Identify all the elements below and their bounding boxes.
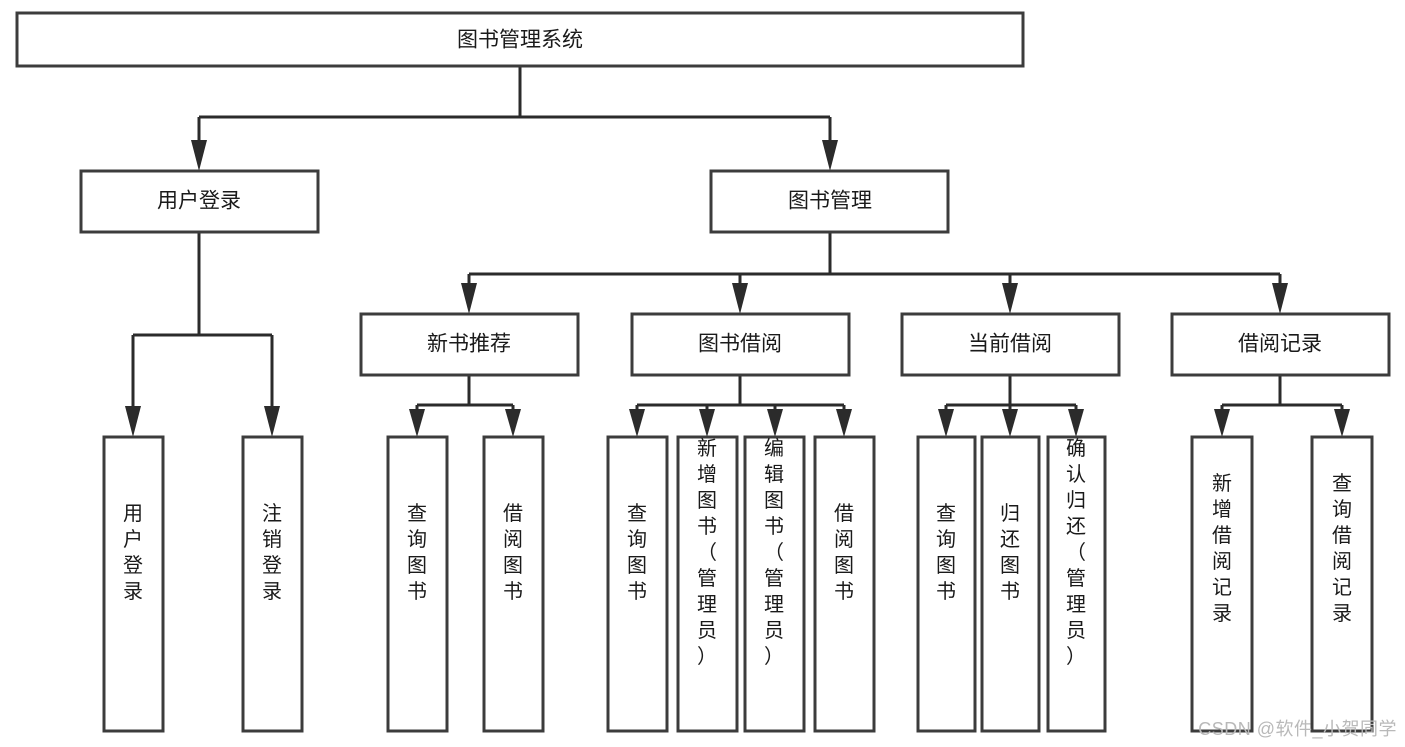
connector-book-borrow-to-leaves <box>629 375 852 437</box>
node-root-system[interactable]: 图书管理系统 <box>15 11 1025 68</box>
leaf-node-query-book-3[interactable]: 查询图书 <box>916 435 977 733</box>
leaf-node-logout-label: 注销登录 <box>262 502 282 603</box>
node-current-borrow[interactable]: 当前借阅 <box>900 312 1121 377</box>
leaf-node-borrow-book-2[interactable]: 借阅图书 <box>813 435 876 733</box>
leaf-node-borrow-book-1[interactable]: 借阅图书 <box>482 435 545 733</box>
node-user-login[interactable]: 用户登录 <box>79 169 320 234</box>
leaf-node-query-book-2-label: 查询图书 <box>627 502 647 603</box>
csdn-watermark: CSDN @软件_小贺同学 <box>1198 719 1397 739</box>
connector-borrow-record-to-leaves <box>1214 375 1350 437</box>
node-new-book-recommend[interactable]: 新书推荐 <box>359 312 580 377</box>
connector-book-mgmt-to-level2 <box>461 232 1288 314</box>
leaf-node-edit-book-admin-label: 编辑图书（管理员） <box>764 437 784 668</box>
leaf-node-query-borrow-record[interactable]: 查询借阅记录 <box>1310 435 1374 733</box>
node-book-management[interactable]: 图书管理 <box>709 169 950 234</box>
node-book-borrow-label: 图书借阅 <box>698 333 782 356</box>
leaf-node-query-book-1-label: 查询图书 <box>407 502 427 603</box>
node-borrow-record-label: 借阅记录 <box>1238 333 1322 356</box>
node-borrow-record[interactable]: 借阅记录 <box>1170 312 1391 377</box>
leaf-node-user-login[interactable]: 用户登录 <box>102 435 165 733</box>
leaf-node-borrow-book-1-label: 借阅图书 <box>503 502 523 603</box>
leaf-node-logout[interactable]: 注销登录 <box>241 435 304 733</box>
node-user-login-label: 用户登录 <box>157 190 241 213</box>
leaf-node-add-borrow-record[interactable]: 新增借阅记录 <box>1190 435 1254 733</box>
leaf-node-query-borrow-record-label: 查询借阅记录 <box>1332 472 1352 625</box>
leaf-node-user-login-label: 用户登录 <box>123 503 143 603</box>
connector-root-to-level1 <box>191 66 838 171</box>
node-book-borrow[interactable]: 图书借阅 <box>630 312 851 377</box>
leaf-node-query-book-2[interactable]: 查询图书 <box>606 435 669 733</box>
node-current-borrow-label: 当前借阅 <box>968 333 1052 356</box>
connector-current-borrow-to-leaves <box>938 375 1084 437</box>
node-book-management-label: 图书管理 <box>788 190 872 213</box>
leaf-node-add-book-admin[interactable]: 新增图书（管理员） <box>676 435 739 733</box>
leaf-node-confirm-return-admin[interactable]: 确认归还（管理员） <box>1046 435 1107 733</box>
leaf-node-edit-book-admin[interactable]: 编辑图书（管理员） <box>743 435 806 733</box>
node-new-book-recommend-label: 新书推荐 <box>427 333 511 356</box>
connector-user-login-to-leaves <box>125 232 280 437</box>
leaf-node-query-book-1[interactable]: 查询图书 <box>386 435 449 733</box>
leaf-node-borrow-book-2-label: 借阅图书 <box>834 502 854 603</box>
leaf-node-query-book-3-label: 查询图书 <box>936 502 956 603</box>
leaf-node-return-book[interactable]: 归还图书 <box>980 435 1041 733</box>
node-root-label: 图书管理系统 <box>457 29 583 52</box>
connector-new-book-rec-to-leaves <box>409 375 521 437</box>
leaf-node-confirm-return-admin-label: 确认归还（管理员） <box>1066 437 1086 668</box>
leaf-node-add-book-admin-label: 新增图书（管理员） <box>697 437 717 668</box>
leaf-node-add-borrow-record-label: 新增借阅记录 <box>1212 472 1232 625</box>
leaf-node-return-book-label: 归还图书 <box>1000 502 1020 603</box>
